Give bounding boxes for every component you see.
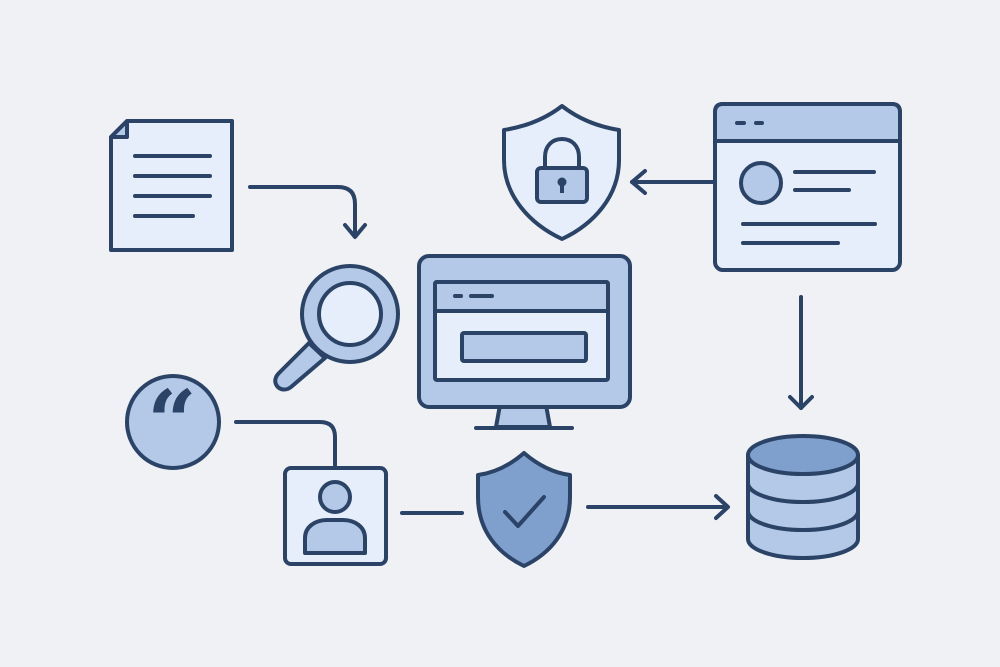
quote-bubble-icon: “: [125, 372, 221, 473]
connector-quote-user: [234, 420, 337, 467]
connector-browser-lock-shield: [630, 169, 716, 195]
connector-document-search: [248, 185, 367, 239]
connector-browser-database: [788, 295, 814, 410]
magnifier-icon: [273, 264, 400, 392]
browser-window-icon: [713, 102, 902, 272]
svg-text:“: “: [147, 372, 196, 473]
user-profile-icon: [283, 466, 388, 566]
document-icon: [109, 119, 234, 252]
connector-check-shield-database: [586, 494, 730, 520]
database-icon: [746, 434, 860, 560]
monitor-icon: [417, 254, 632, 430]
shield-lock-icon: [502, 104, 621, 241]
shield-check-icon: [476, 451, 572, 568]
